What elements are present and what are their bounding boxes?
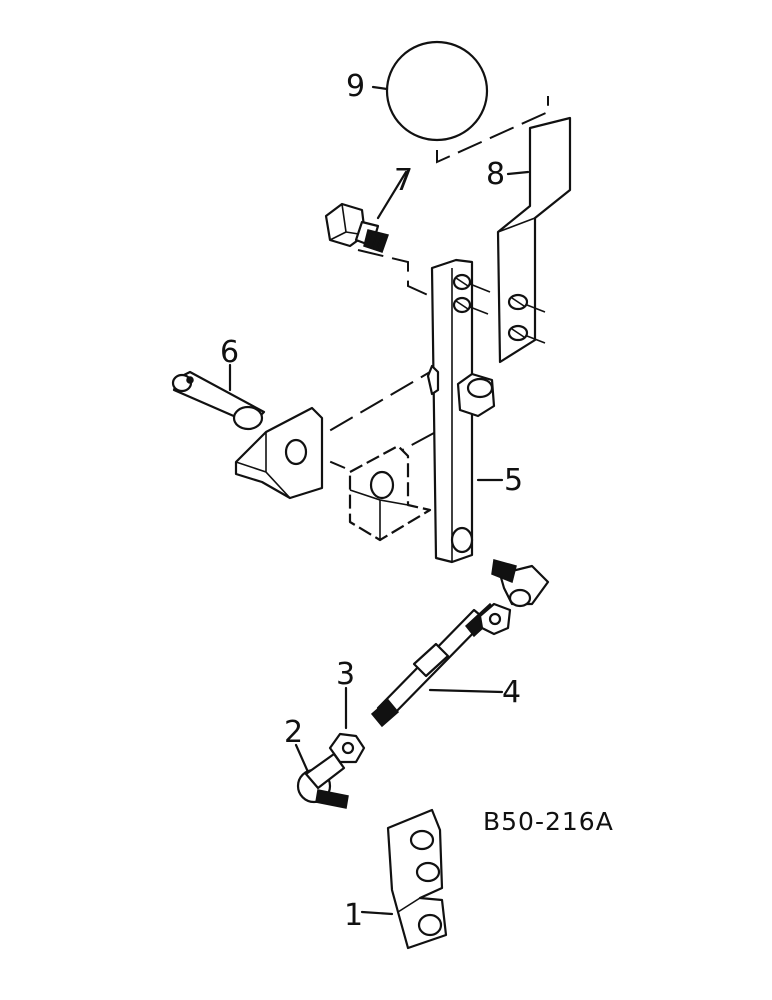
part-5-lever-arm — [426, 258, 496, 564]
part-9-knob — [385, 40, 489, 142]
part-8-lever-plate — [496, 116, 572, 364]
leader-line-7 — [376, 170, 408, 220]
callout-5: 5 — [504, 463, 523, 498]
reference-code: B50-216A — [483, 807, 614, 836]
leader-line-2 — [294, 743, 310, 774]
callout-3: 3 — [336, 657, 355, 692]
part-6-pin — [171, 370, 266, 431]
leader-line-9 — [371, 85, 389, 91]
callout-6: 6 — [220, 335, 239, 370]
callout-9: 9 — [346, 69, 365, 104]
callout-1: 1 — [344, 898, 363, 933]
leader-line-8 — [506, 170, 530, 176]
callout-8: 8 — [486, 157, 505, 192]
mounting-bracket-left — [234, 406, 324, 500]
part-7-cap-screw — [324, 202, 389, 253]
part-2-ball-stud — [296, 752, 349, 809]
callout-2: 2 — [284, 715, 303, 750]
callout-4: 4 — [502, 675, 521, 710]
callout-7: 7 — [394, 163, 413, 198]
part-3-nut — [328, 732, 366, 764]
part-4-adjusting-rod — [370, 559, 550, 728]
mounting-bracket-right — [348, 444, 432, 542]
leader-line-1 — [360, 910, 394, 916]
part-1-bracket-plate — [386, 808, 448, 950]
leader-line-4 — [428, 688, 504, 694]
